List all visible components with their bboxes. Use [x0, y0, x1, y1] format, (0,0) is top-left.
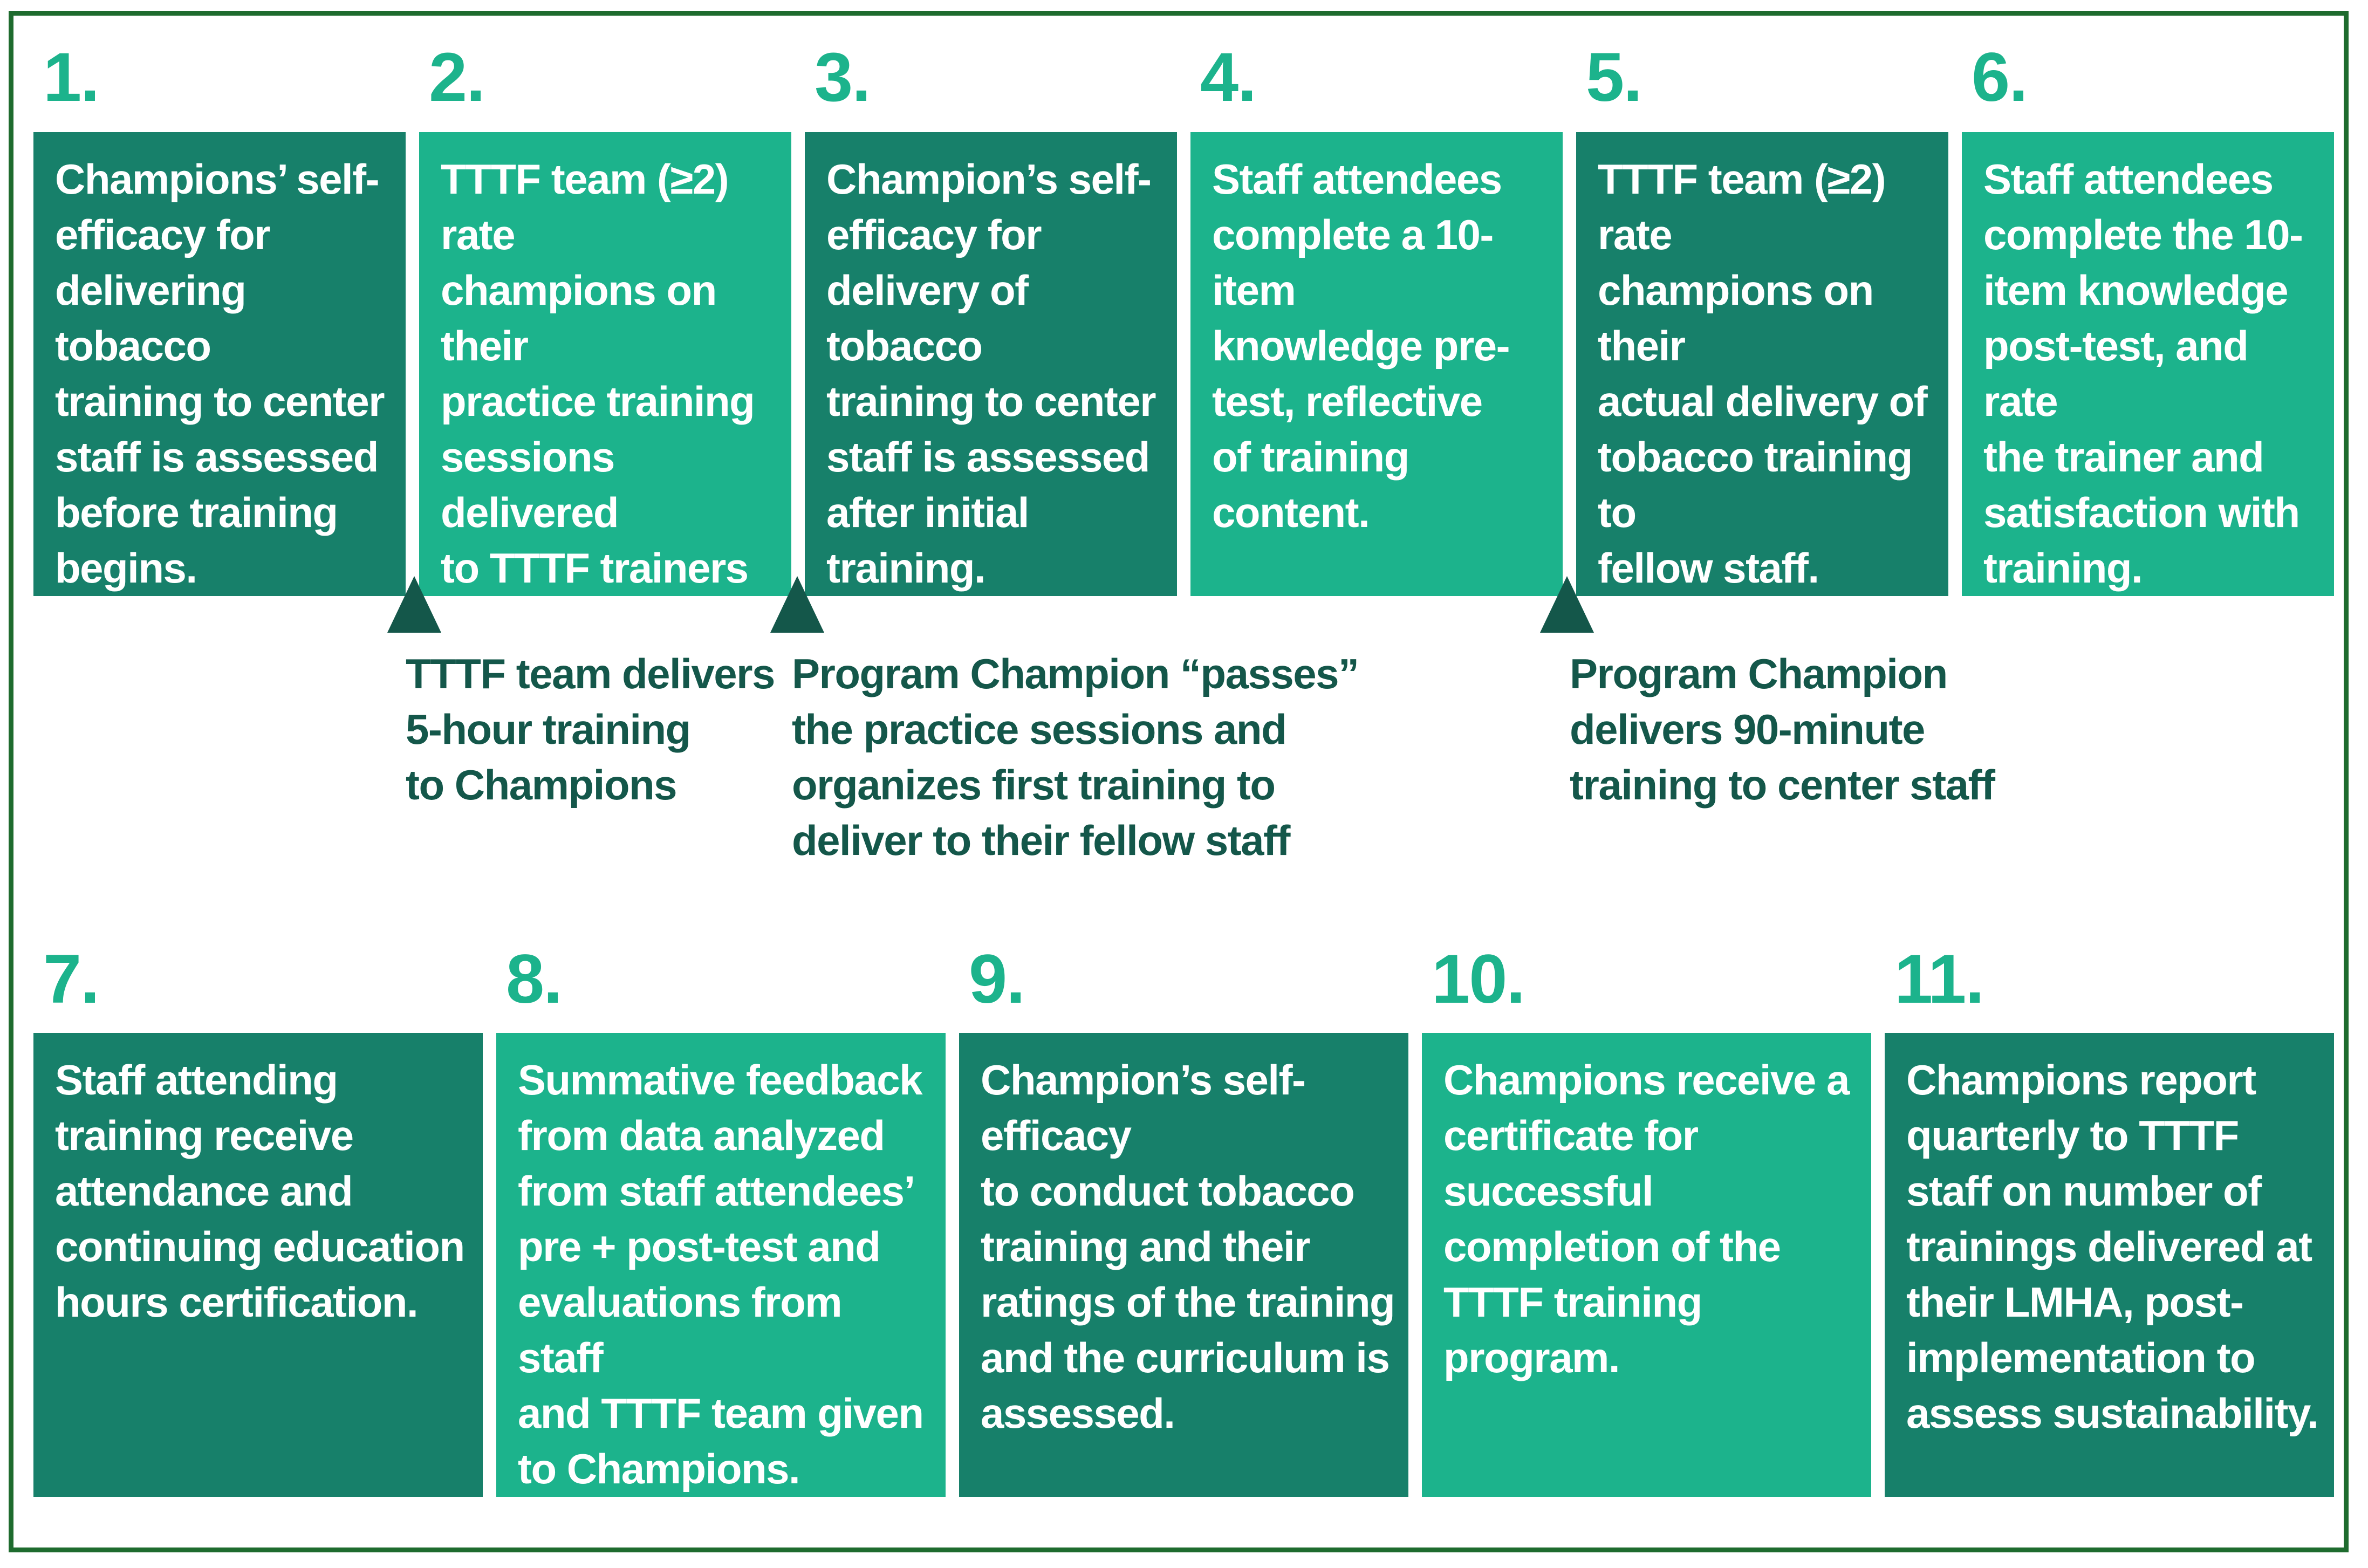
- step-7-number: 7.: [43, 941, 100, 1018]
- step-3-box: Champion’s self- efficacy for delivery o…: [805, 132, 1177, 596]
- milestone-1-marker: [387, 576, 441, 633]
- step-8-number: 8.: [506, 941, 563, 1018]
- step-11-box: Champions report quarterly to TTTF staff…: [1885, 1033, 2334, 1497]
- step-3-number: 3.: [815, 39, 871, 116]
- milestone-2-text: Program Champion “passes” the practice s…: [792, 650, 1359, 864]
- step-2-box: TTTF team (≥2) rate champions on their p…: [419, 132, 791, 758]
- step-5-number: 5.: [1586, 39, 1642, 116]
- step-1-box: Champions’ self- efficacy for delivering…: [33, 132, 406, 596]
- step-9-number: 9.: [969, 941, 1025, 1018]
- step-6-box: Staff attendees complete the 10- item kn…: [1962, 132, 2334, 596]
- step-1-number: 1.: [43, 39, 100, 116]
- step-9-text: Champion’s self- efficacy to conduct tob…: [981, 1056, 1395, 1437]
- step-11-text: Champions report quarterly to TTTF staff…: [1906, 1056, 2319, 1437]
- step-5-text: TTTF team (≥2) rate champions on their a…: [1598, 155, 1928, 592]
- step-10-box: Champions receive a certificate for succ…: [1422, 1033, 1871, 1497]
- step-5-box: TTTF team (≥2) rate champions on their a…: [1576, 132, 1948, 596]
- step-2-text: TTTF team (≥2) rate champions on their p…: [441, 155, 755, 758]
- step-2-number: 2.: [429, 39, 485, 116]
- milestone-3-marker: [1540, 576, 1594, 633]
- step-6-text: Staff attendees complete the 10- item kn…: [1983, 155, 2303, 592]
- milestone-1-text: TTTF team delivers 5-hour training to Ch…: [406, 650, 775, 809]
- step-1-text: Champions’ self- efficacy for delivering…: [55, 155, 385, 592]
- step-3-text: Champion’s self- efficacy for delivery o…: [826, 155, 1156, 592]
- step-6-number: 6.: [1972, 39, 2028, 116]
- step-11-number: 11.: [1894, 941, 1984, 1018]
- step-7-text: Staff attending training receive attenda…: [55, 1056, 465, 1326]
- milestone-3-text: Program Champion delivers 90-minute trai…: [1570, 650, 1995, 809]
- step-7-box: Staff attending training receive attenda…: [33, 1033, 483, 1497]
- step-10-number: 10.: [1432, 941, 1525, 1018]
- step-9-box: Champion’s self- efficacy to conduct tob…: [959, 1033, 1408, 1497]
- step-4-number: 4.: [1200, 39, 1257, 116]
- step-10-text: Champions receive a certificate for succ…: [1443, 1056, 1850, 1381]
- step-4-text: Staff attendees complete a 10-item knowl…: [1212, 155, 1510, 536]
- step-8-text: Summative feedback from data analyzed fr…: [518, 1056, 924, 1492]
- milestone-2-marker: [770, 576, 824, 633]
- step-8-box: Summative feedback from data analyzed fr…: [496, 1033, 946, 1497]
- step-4-box: Staff attendees complete a 10-item knowl…: [1190, 132, 1563, 596]
